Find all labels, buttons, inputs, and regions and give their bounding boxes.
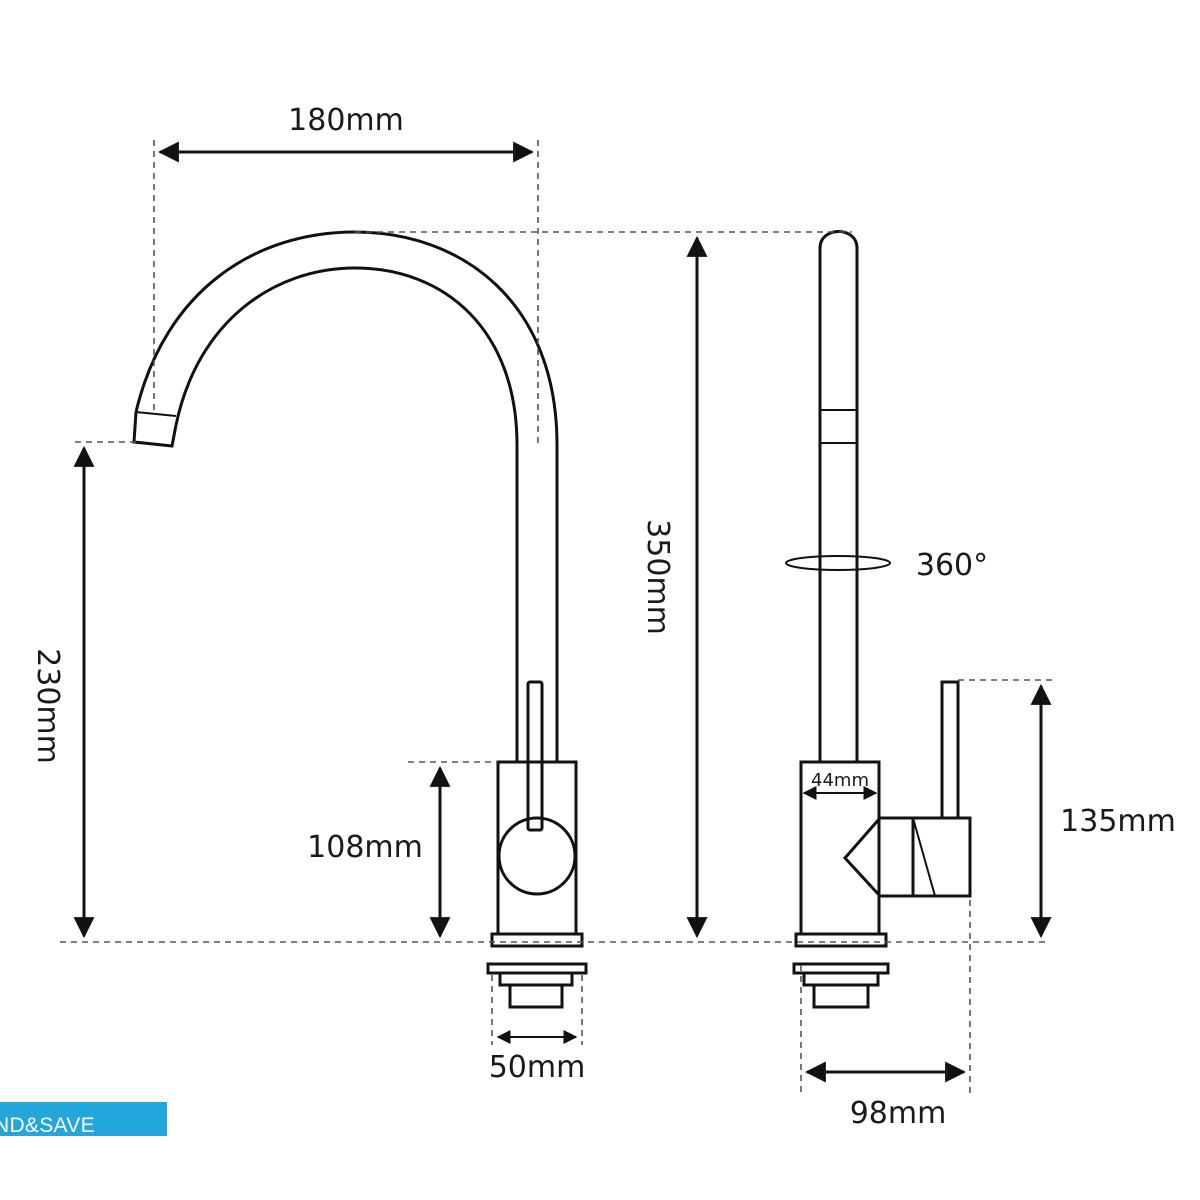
spout-tip [132, 411, 178, 448]
side-column [818, 230, 859, 762]
label-body-width: 44mm [811, 770, 869, 791]
label-spout-reach: 180mm [288, 103, 404, 138]
front-nut [498, 971, 574, 987]
side-handle-block [842, 816, 972, 898]
label-spout-height: 230mm [30, 648, 65, 764]
label-total-height: 350mm [640, 519, 675, 635]
label-rotation: 360° [916, 548, 988, 583]
brand-badge-text: ND&SAVE [0, 1114, 95, 1136]
side-nut [802, 971, 880, 987]
front-shank [508, 983, 564, 1009]
side-handle-stem [940, 680, 960, 820]
side-base-plate [794, 932, 888, 948]
front-view [132, 230, 588, 1009]
spout-inner [174, 266, 519, 762]
front-body [496, 760, 578, 936]
label-body-height: 108mm [307, 830, 423, 865]
side-view [785, 230, 972, 1009]
label-base-diameter: 50mm [489, 1050, 586, 1085]
label-handle-height: 135mm [1060, 804, 1176, 839]
spout-outer [134, 230, 559, 762]
front-lever [526, 680, 544, 832]
label-depth: 98mm [850, 1096, 947, 1131]
spout-tip-band [135, 411, 177, 417]
extension-lines [60, 140, 1055, 1095]
dimension-lines [73, 141, 1052, 1083]
front-base-plate [490, 932, 584, 948]
rotation-indicator [785, 555, 891, 571]
brand-badge: ND&SAVE [0, 1102, 167, 1136]
front-lever-hub [497, 816, 577, 896]
side-shank [812, 983, 870, 1009]
